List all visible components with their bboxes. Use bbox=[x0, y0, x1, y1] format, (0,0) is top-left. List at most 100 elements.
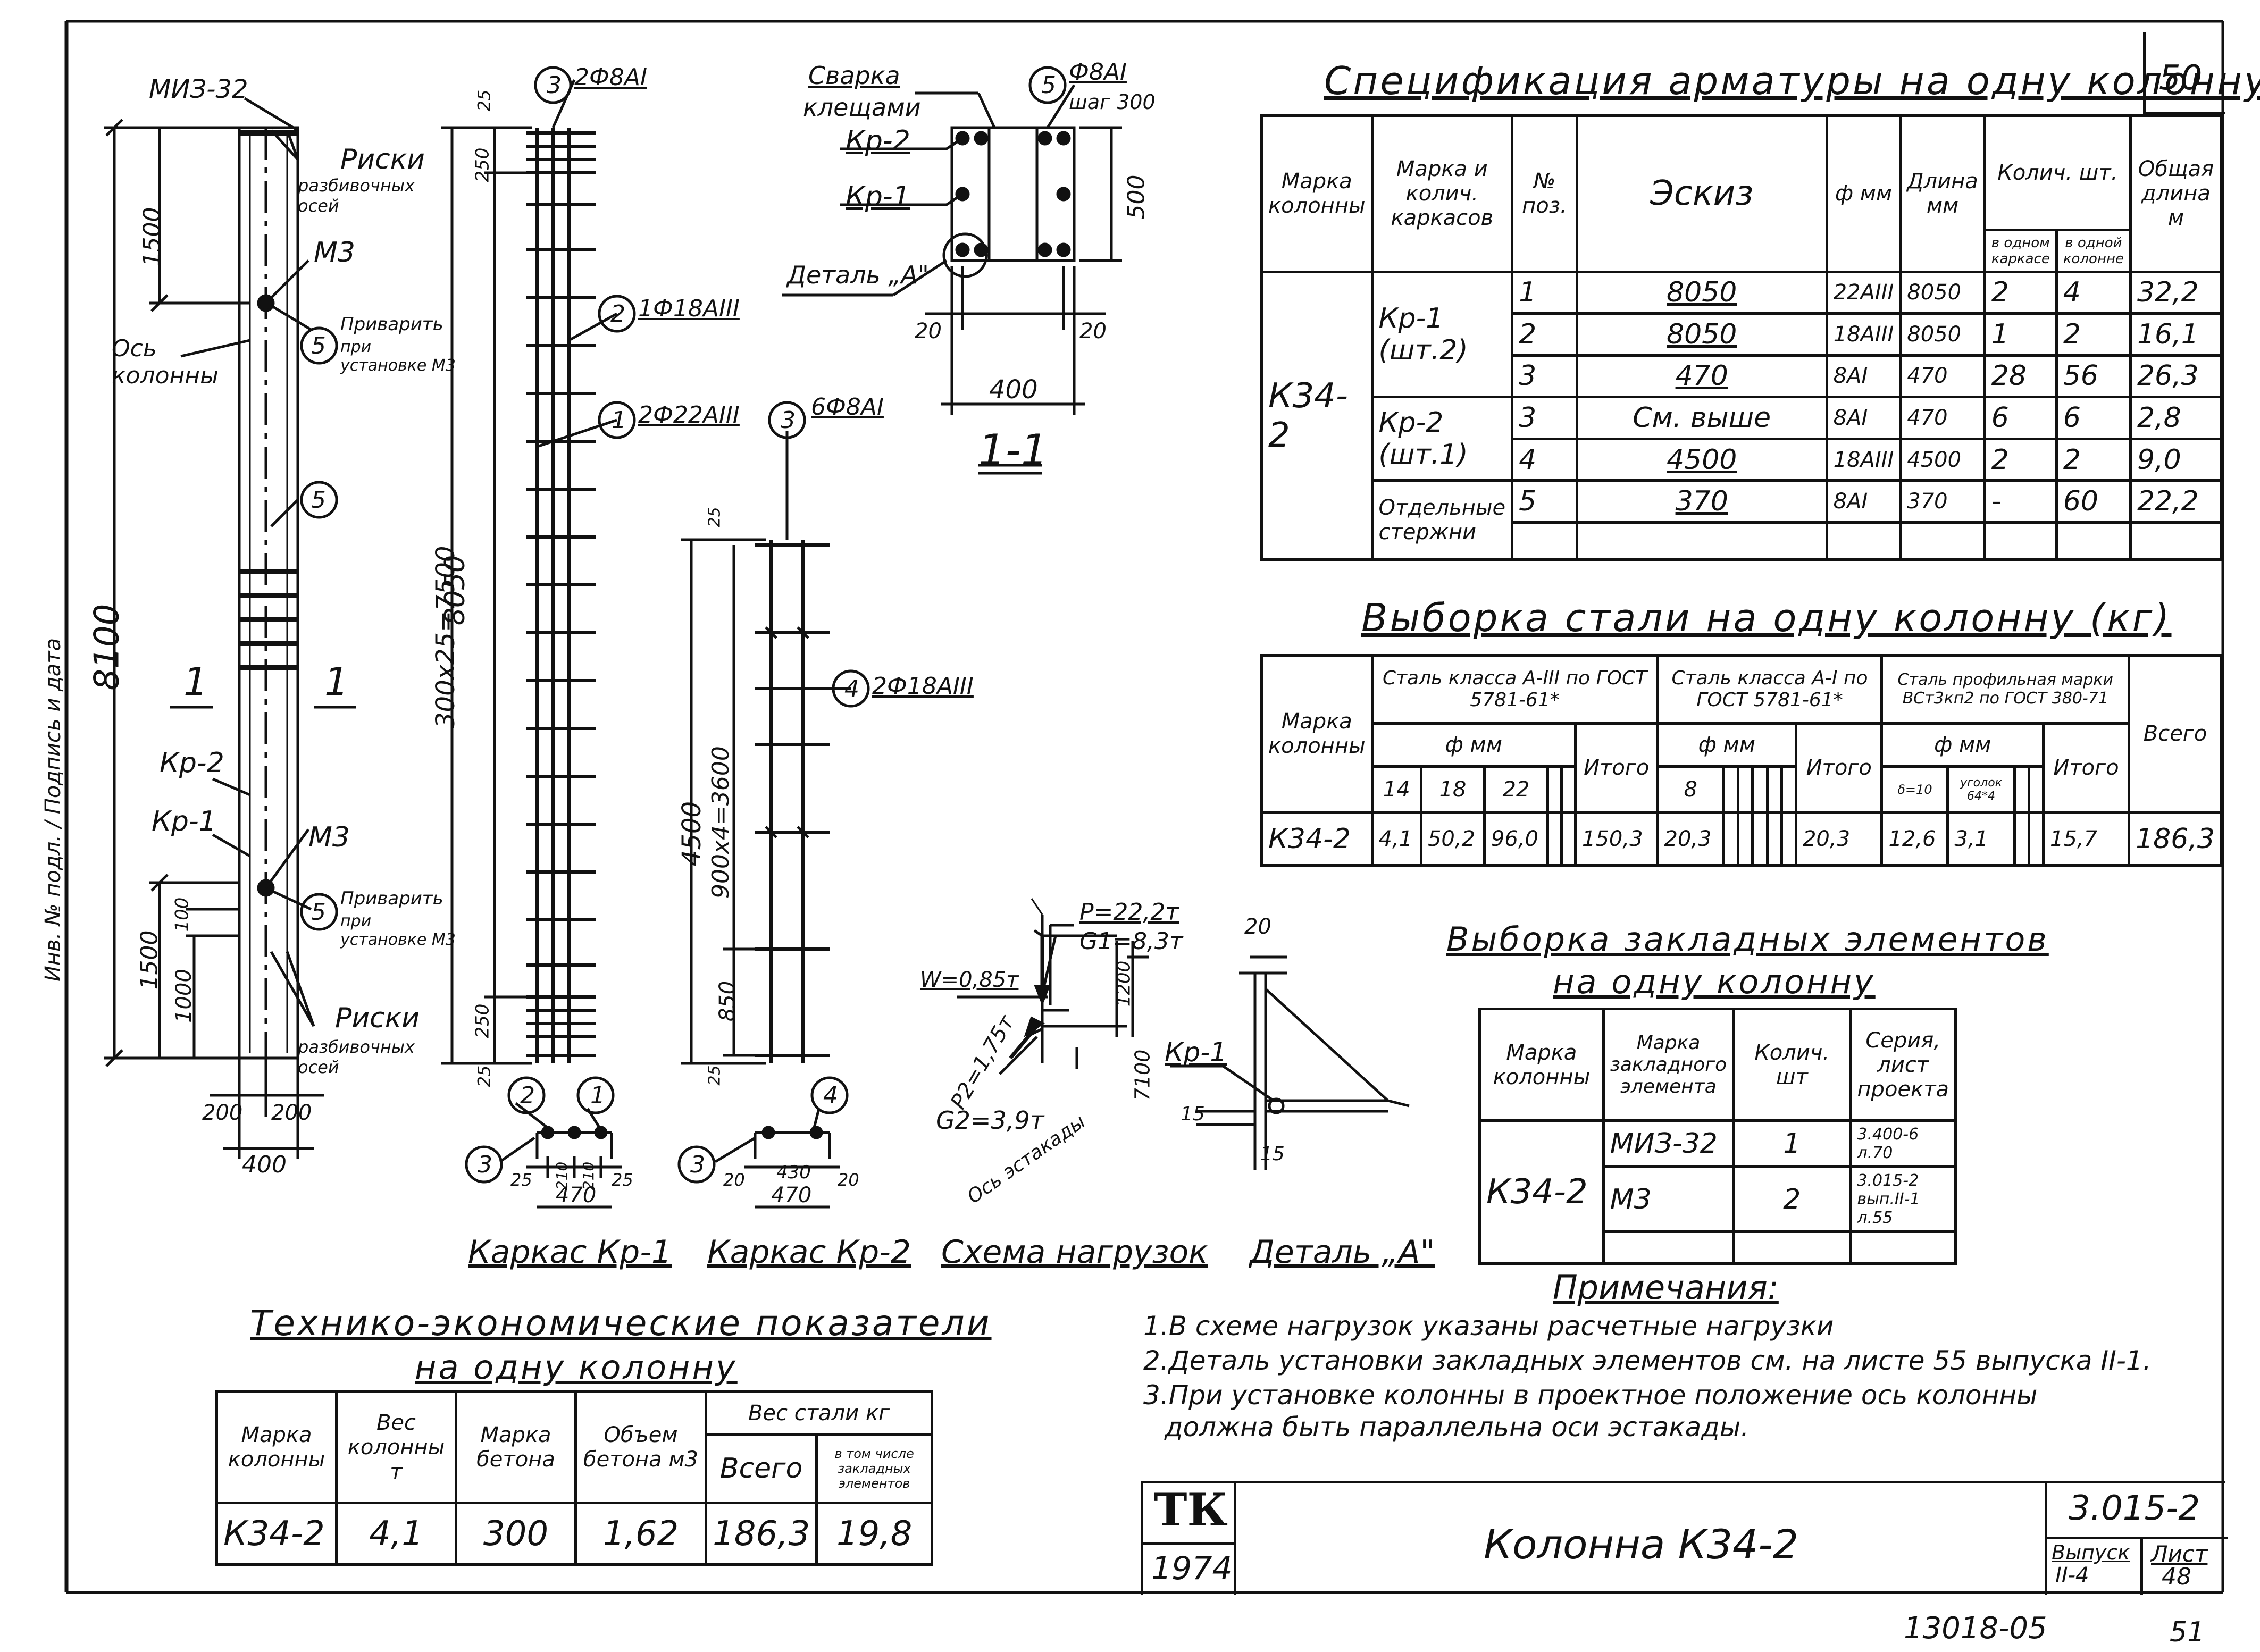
steel-row-mark: К34-2 bbox=[1260, 811, 1374, 867]
tep-cell: 300 bbox=[455, 1502, 577, 1566]
kr2-sec-pos3: 3 bbox=[690, 1151, 705, 1178]
kr1-sec-pos1: 1 bbox=[590, 1082, 605, 1109]
steel-p: 3,1 bbox=[1946, 811, 2016, 867]
spec-len: 470 bbox=[1899, 396, 1986, 440]
spec-total: 9,0 bbox=[2129, 437, 2223, 482]
section-detail: Деталь „А" bbox=[787, 261, 929, 289]
steel-d3: 22 bbox=[1483, 765, 1549, 814]
emb-h-element: Марка закладного элемента bbox=[1602, 1008, 1735, 1122]
riski-top-sub: разбивочных осей bbox=[298, 175, 415, 216]
spec-frame-kr2: Кр-2 (шт.1) bbox=[1370, 396, 1514, 482]
spec-sketch: 370 bbox=[1575, 479, 1828, 524]
detail-kr1: Кр-1 bbox=[1165, 1037, 1227, 1068]
spec-phi: 8АI bbox=[1825, 396, 1902, 440]
stamp-list: 48 bbox=[2162, 1563, 2191, 1590]
embedded-title2: на одну колонну bbox=[1553, 962, 1876, 1001]
steel-p: 12,6 bbox=[1880, 811, 1949, 867]
kr2-label: Кр-2 bbox=[160, 747, 224, 779]
emb-ref: 3.015-2 вып.II-1 л.55 bbox=[1849, 1165, 1957, 1233]
steel-d1: 8 bbox=[1656, 765, 1725, 814]
note-item: 3.При установке колонны в проектное поло… bbox=[1143, 1380, 2038, 1411]
kr2-pos4-mid: 4 bbox=[844, 675, 859, 702]
stamp-divider-v bbox=[2140, 1537, 2143, 1595]
stamp-vypusk-label: Выпуск bbox=[2052, 1541, 2130, 1564]
privarit-bottom-label: Приварить bbox=[340, 888, 443, 909]
emb-element: МИЗ-32 bbox=[1602, 1119, 1735, 1168]
steel-a1-total: 20,3 bbox=[1794, 811, 1884, 867]
steel-a1: 20,3 bbox=[1656, 811, 1725, 867]
spec-title: Спецификация арматуры на одну колонну bbox=[1324, 58, 2260, 103]
miz32-label: МИЗ-32 bbox=[149, 74, 248, 104]
spec-h-phi: ф мм bbox=[1825, 114, 1902, 273]
spec-sketch: См. выше bbox=[1575, 396, 1828, 440]
kr2-dim-850: 850 bbox=[715, 980, 740, 1022]
kr1-sec-pos3: 3 bbox=[478, 1151, 492, 1178]
spec-total: 32,2 bbox=[2129, 270, 2223, 315]
spec-total: 22,2 bbox=[2129, 479, 2223, 524]
pos5-top: 5 bbox=[311, 332, 326, 359]
note-item: 2.Деталь установки закладных элементов с… bbox=[1143, 1345, 2152, 1376]
privarit-top-label: Приварить bbox=[340, 314, 443, 335]
emb-qty: 2 bbox=[1732, 1165, 1852, 1233]
stamp-logo: ТК bbox=[1154, 1483, 1228, 1536]
steel-title: Выборка стали на одну колонну (кг) bbox=[1361, 596, 2172, 640]
m3-bottom-label: М3 bbox=[308, 821, 350, 853]
stamp-logo-cell: ТК bbox=[1143, 1483, 1236, 1545]
spec-h-pos: № поз. bbox=[1511, 114, 1578, 273]
spec-len: 370 bbox=[1899, 479, 1986, 524]
detail-dim-20: 20 bbox=[1244, 915, 1271, 939]
kr1-dim-25-bottom: 25 bbox=[474, 1065, 495, 1087]
spec-h-frames: Марка и колич. каркасов bbox=[1370, 114, 1514, 273]
spec-phi: 22АIII bbox=[1825, 270, 1902, 315]
spec-total: 16,1 bbox=[2129, 312, 2223, 357]
spec-qty-frame: 2 bbox=[1983, 437, 2058, 482]
stamp-list-label: Лист bbox=[2151, 1541, 2208, 1567]
spec-frame-separate: Отдельные стержни bbox=[1370, 479, 1514, 561]
steel-a3: 96,0 bbox=[1483, 811, 1549, 867]
section-mark-left: 1 bbox=[183, 659, 208, 704]
spec-h-sketch: Эскиз bbox=[1575, 114, 1828, 273]
spec-h-qty-frame: в одном каркасе bbox=[1983, 229, 2058, 273]
spec-len: 4500 bbox=[1899, 437, 1986, 482]
kr1-dim-250-top: 250 bbox=[472, 147, 493, 182]
kr2-dim-25-bottom: 25 bbox=[705, 1065, 724, 1086]
spec-sketch: 470 bbox=[1575, 354, 1828, 399]
section-mark-right: 1 bbox=[324, 659, 349, 704]
spec-qty-col: 2 bbox=[2055, 312, 2132, 357]
stamp-series: 3.015-2 bbox=[2069, 1489, 2200, 1528]
spec-total: 2,8 bbox=[2129, 396, 2223, 440]
spec-qty-col: 56 bbox=[2055, 354, 2132, 399]
emb-element: М3 bbox=[1602, 1165, 1735, 1233]
spec-pos: 4 bbox=[1511, 437, 1578, 482]
spec-pos: 1 bbox=[1511, 270, 1578, 315]
load-dim-7100: 7100 bbox=[1131, 1049, 1154, 1101]
privarit-bottom-sub: при установке М3 bbox=[340, 912, 456, 949]
kr2-dim-4500: 4500 bbox=[677, 801, 707, 867]
kr1-pos3-top: 3 bbox=[547, 72, 562, 99]
spec-frame-kr1: Кр-1 (шт.2) bbox=[1370, 270, 1514, 399]
embedded-title1: Выборка закладных элементов bbox=[1446, 920, 2049, 959]
tep-table: Марка колонны Вес колонны т Марка бетона… bbox=[215, 1390, 933, 1566]
kr2-sec-20r: 20 bbox=[838, 1170, 859, 1190]
steel-grand: 186,3 bbox=[2128, 811, 2223, 867]
spec-h-total: Общая длина м bbox=[2129, 114, 2223, 273]
spec-qty-frame: 1 bbox=[1983, 312, 2058, 357]
kr2-sec-20l: 20 bbox=[723, 1170, 745, 1190]
section-dim-400: 400 bbox=[989, 375, 1038, 405]
steel-h-mark: Марка колонны bbox=[1260, 654, 1374, 814]
steel-h-class1: Сталь класса А-I по ГОСТ 5781-61* bbox=[1656, 654, 1884, 725]
kr2-top-callout: 6Ф8АI bbox=[811, 393, 884, 421]
spec-qty-col: 6 bbox=[2055, 396, 2132, 440]
steel-h-phi1: ф мм bbox=[1656, 722, 1797, 768]
emb-h-qty: Колич. шт bbox=[1732, 1008, 1852, 1122]
title-stamp: ТК 1974 Колонна К34-2 3.015-2 Выпуск II-… bbox=[1141, 1481, 2228, 1595]
spec-sketch: 4500 bbox=[1575, 437, 1828, 482]
steel-d3: 14 bbox=[1370, 765, 1422, 814]
detail-dim-15a: 15 bbox=[1181, 1103, 1205, 1125]
tep-cell: 19,8 bbox=[815, 1502, 933, 1566]
kr1-top-callout: 2Ф8АI bbox=[574, 64, 647, 91]
tep-title1: Технико-экономические показатели bbox=[250, 1303, 992, 1344]
spec-pos: 5 bbox=[1511, 479, 1578, 524]
spec-len: 8050 bbox=[1899, 312, 1986, 357]
dim-200-right: 200 bbox=[271, 1101, 312, 1125]
